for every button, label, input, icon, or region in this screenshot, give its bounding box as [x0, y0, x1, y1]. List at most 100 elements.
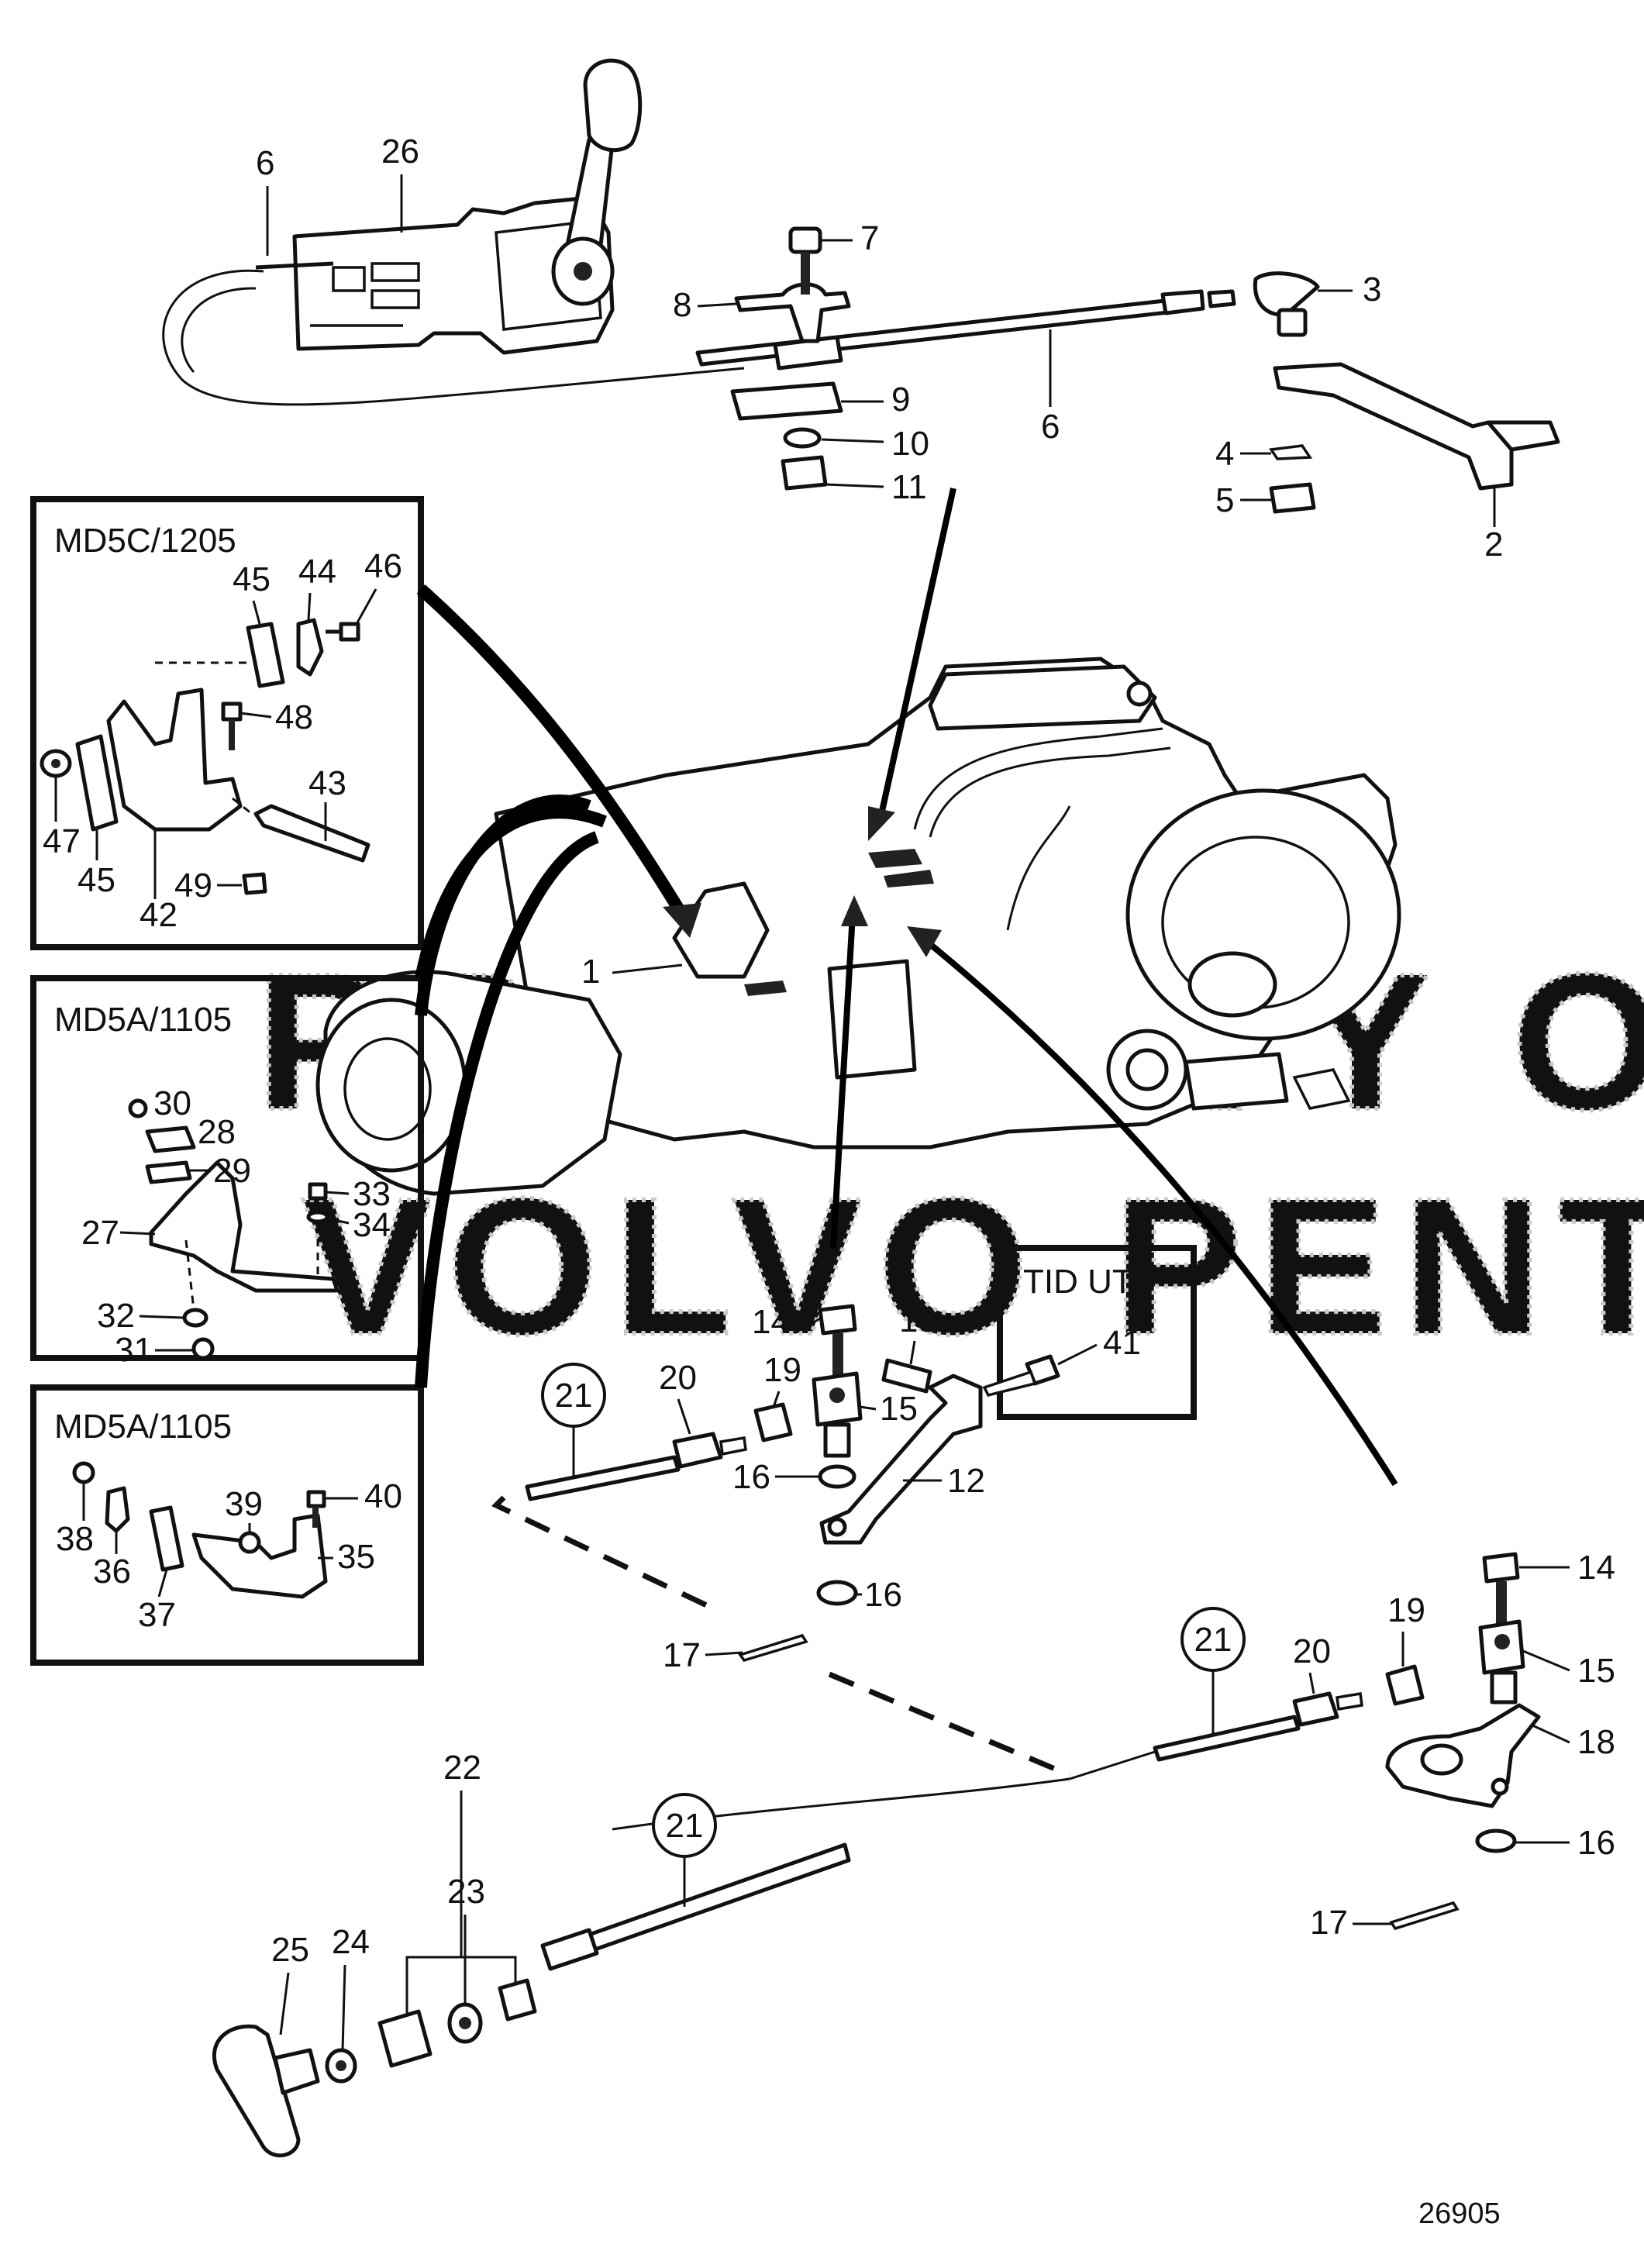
figure-number: 26905 [1418, 2197, 1501, 2230]
callout-5: 5 [1215, 481, 1234, 519]
remote-control-assembly [162, 58, 745, 406]
inset-title: MD5A/1105 [54, 1408, 232, 1446]
inset-title: TID UTF [1023, 1263, 1154, 1301]
callout-24: 24 [332, 1923, 370, 1961]
callout-21b: 21 [1194, 1621, 1232, 1659]
callout-1: 1 [581, 953, 600, 991]
watermark-line-2: VOLVO PENTA [302, 1158, 1644, 1374]
callout-39: 39 [225, 1485, 263, 1523]
inset-tid-utf: TID UTF [997, 1245, 1197, 1420]
callout-14a: 14 [752, 1303, 790, 1341]
callout-13: 13 [899, 1301, 937, 1339]
callout-19a: 19 [763, 1351, 801, 1389]
callout-7: 7 [860, 219, 879, 257]
cable-route-dashed [491, 1495, 1071, 1778]
nut-11 [781, 455, 828, 491]
callout-47: 47 [43, 822, 81, 860]
engine-block [494, 657, 1398, 1150]
callout-49: 49 [174, 867, 212, 905]
callout-41: 41 [1103, 1324, 1141, 1362]
callout-23: 23 [447, 1873, 485, 1911]
callout-15b: 15 [1577, 1652, 1615, 1690]
nut-5 [1269, 482, 1316, 514]
callout-17a: 17 [663, 1636, 701, 1674]
screw-14a [818, 1304, 857, 1336]
callout-21a: 21 [555, 1377, 593, 1415]
cable-rod-21a [525, 1455, 681, 1501]
callout-31: 31 [115, 1331, 153, 1369]
callout-14b: 14 [1577, 1549, 1615, 1587]
callout-27: 27 [81, 1214, 119, 1252]
callout-43: 43 [308, 764, 346, 802]
inset-box [997, 1245, 1197, 1420]
callout-16c: 16 [1577, 1824, 1615, 1862]
callout-29: 29 [213, 1152, 251, 1190]
callout-8: 8 [673, 286, 691, 324]
inset-md5a-1105-b: MD5A/1105 [30, 1384, 424, 1666]
spring-13 [881, 1358, 932, 1394]
callout-17b: 17 [1310, 1904, 1348, 1942]
callout-28: 28 [198, 1113, 236, 1151]
inset-title: MD5C/1205 [54, 522, 236, 560]
callout-20b: 20 [1293, 1632, 1331, 1670]
inset-box [30, 496, 424, 950]
leader-arrows [830, 488, 1398, 1487]
callout-48: 48 [275, 698, 313, 736]
inset-box [30, 975, 424, 1361]
circled-callouts: 21 21 21 [541, 1363, 1246, 1907]
callout-12: 12 [947, 1462, 985, 1500]
callout-45a: 45 [233, 560, 271, 598]
callout-35: 35 [337, 1538, 375, 1576]
callout-37: 37 [138, 1596, 176, 1634]
inset-box [30, 1384, 424, 1666]
cable-rod-21b [1153, 1715, 1301, 1762]
cable-clamp [734, 282, 851, 343]
callout-32: 32 [97, 1297, 135, 1335]
callout-3: 3 [1363, 271, 1381, 308]
callout-11: 11 [891, 468, 927, 506]
lever-arm-2 [1273, 362, 1514, 491]
callout-10: 10 [891, 425, 929, 463]
callout-labels: 6 26 7 8 3 9 6 10 11 4 5 2 45 44 46 48 4… [43, 133, 1615, 2051]
strap-43 [253, 804, 371, 863]
bracket-42 [106, 688, 243, 832]
callout-46: 46 [364, 547, 402, 585]
bracket-35 [191, 1513, 328, 1599]
callout-6a: 6 [256, 144, 274, 182]
callout-38: 38 [56, 1520, 94, 1558]
nut-19b [1385, 1664, 1425, 1706]
callout-2: 2 [1484, 526, 1503, 564]
plate-9 [730, 381, 843, 421]
callout-36: 36 [93, 1553, 131, 1591]
inset-md5a-1105-a: MD5A/1105 [30, 975, 424, 1361]
callout-30: 30 [153, 1084, 191, 1122]
callout-34: 34 [353, 1206, 391, 1244]
lever-18 [1385, 1703, 1541, 1808]
bracket-27 [149, 1160, 339, 1293]
callout-25: 25 [271, 1931, 309, 1969]
screw-14b [1482, 1552, 1520, 1584]
callout-4: 4 [1215, 435, 1234, 473]
inset-title: MD5A/1105 [54, 1001, 232, 1039]
callout-26: 26 [381, 133, 419, 171]
callout-45b: 45 [78, 861, 115, 899]
callout-42: 42 [140, 896, 177, 934]
pull-knob-assembly [212, 1842, 851, 2158]
callout-16a: 16 [732, 1458, 770, 1496]
upper-cable-group [695, 226, 1560, 514]
inset-md5c-1205: MD5C/1205 [30, 496, 424, 950]
inset-connector-lines [415, 584, 701, 1388]
callout-18: 18 [1577, 1723, 1615, 1761]
callout-20a: 20 [659, 1359, 697, 1397]
callout-44: 44 [298, 553, 336, 591]
lever-12 [819, 1374, 983, 1545]
rocker-cover [928, 664, 1157, 731]
screw-7 [788, 226, 822, 254]
cable-loop [162, 269, 745, 406]
lever-knob [583, 58, 643, 153]
callout-19b: 19 [1387, 1591, 1425, 1629]
cable-rod-21c [556, 1842, 851, 1963]
callout-21c: 21 [666, 1807, 704, 1845]
nut-19a [753, 1402, 793, 1442]
